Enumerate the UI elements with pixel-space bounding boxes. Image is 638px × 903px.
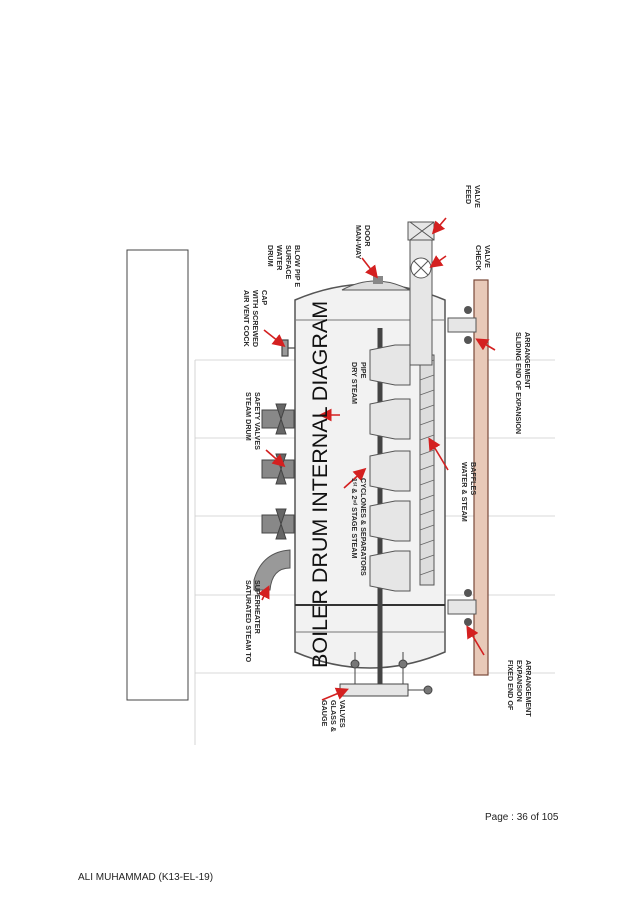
air-vent-cock-label: AIR VENT COCK WITH SCREWED CAP: [242, 290, 269, 349]
water-steam-baffles: [419, 354, 435, 586]
author-footer: ALI MUHAMMAD (K13-EL-19): [78, 872, 214, 883]
page-number: Page : 36 of 105: [485, 812, 559, 823]
expansion-support-beam: [447, 279, 489, 676]
saturated-steam-label: SATURATED STEAM TO SUPERHEATER: [244, 580, 262, 664]
air-vent-cock: [281, 339, 295, 357]
label-arrows: [257, 217, 496, 701]
check-valve-label: CHECK VALVE: [474, 245, 492, 273]
cyclones-separators-label: 1ˢᵗ & 2ⁿᵈ STAGE STEAM CYCLONES & SEPARAT…: [350, 478, 368, 576]
cyclones-separators: [369, 344, 411, 592]
gauge-glass-label: GAUGE GLASS & VALVES: [320, 700, 347, 734]
gauge-glass: [339, 652, 433, 697]
drum-water-surface-blow-pipe-label: DRUM WATER SURFACE BLOW PIP E: [266, 245, 302, 287]
feed-pipe: [407, 221, 435, 366]
water-steam-baffles-label: WATER & STEAM BAFFLES: [460, 462, 478, 524]
steam-drum-safety-valves-label: STEAM DRUM SAFETY VALVES: [244, 392, 262, 450]
sliding-end-label: SLIDING END OF EXPANSION ARRANGEMENT: [514, 332, 532, 436]
safety-valves: [261, 403, 295, 540]
diagram-title: BOILER DRUM INTERNAL DIAGRAM: [308, 301, 332, 668]
blank-box: [126, 249, 189, 701]
feed-valve-label: FEED VALVE: [464, 185, 482, 208]
man-way-door-label: MAN-WAY DOOR: [354, 225, 372, 261]
diagram-labels: DRUM WATER SURFACE BLOW PIP E MAN-WAY DO…: [242, 185, 533, 734]
blow-pipe-cap: [373, 276, 383, 284]
fixed-end-label: FIXED END OF EXPANSION ARRANGEMENT: [506, 660, 533, 717]
dry-steam-pipe-label: DRY STEAM PIPE: [350, 362, 368, 406]
